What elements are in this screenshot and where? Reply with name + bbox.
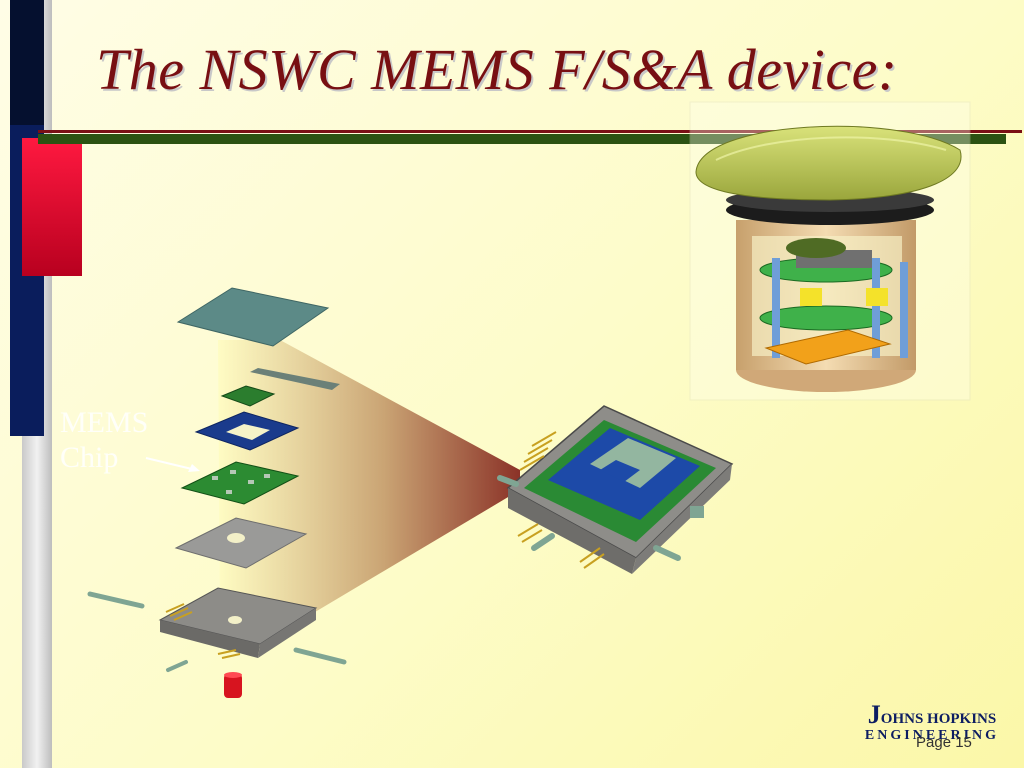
- left-pin: [87, 591, 145, 609]
- page-number: Page 15: [916, 734, 972, 751]
- spacer-strip: [250, 368, 340, 390]
- exploded-stack: [87, 287, 347, 698]
- mems-chip: [180, 461, 300, 505]
- logo-line-2: ENGINEERING: [864, 728, 1000, 743]
- right-pin: [293, 647, 347, 665]
- red-cylinder: [224, 674, 242, 698]
- projection-beam: [218, 340, 520, 618]
- small-board: [220, 385, 276, 407]
- fuze-housing: [689, 101, 971, 401]
- lid-plate: [176, 287, 330, 347]
- mems-chip-label: MEMS Chip: [60, 406, 170, 475]
- assembled-package: [497, 405, 734, 574]
- left-red-block: [22, 138, 82, 276]
- title-rule-red: [38, 130, 1022, 133]
- chip-pads: [212, 470, 270, 494]
- frame-window: [226, 424, 270, 440]
- logo-line-1: JOHNS HOPKINS: [857, 700, 1007, 730]
- package-leads-top: [517, 431, 605, 569]
- logo-line1-text: OHNS HOPKINS: [880, 711, 997, 727]
- callout-arrow: [145, 457, 197, 471]
- base-plate: [174, 517, 308, 569]
- jhu-logo: JOHNS HOPKINS ENGINEERING: [857, 700, 1007, 744]
- mems-chip-label-text: MEMS Chip: [60, 406, 149, 474]
- title-rule-green: [38, 134, 1006, 144]
- slide-title: The NSWC MEMS F/S&A device:: [96, 37, 898, 102]
- base-plate-hole: [227, 533, 245, 543]
- logo-initial: J: [867, 700, 881, 729]
- package-leads: [165, 603, 241, 659]
- left-navy-bar-top: [10, 0, 44, 125]
